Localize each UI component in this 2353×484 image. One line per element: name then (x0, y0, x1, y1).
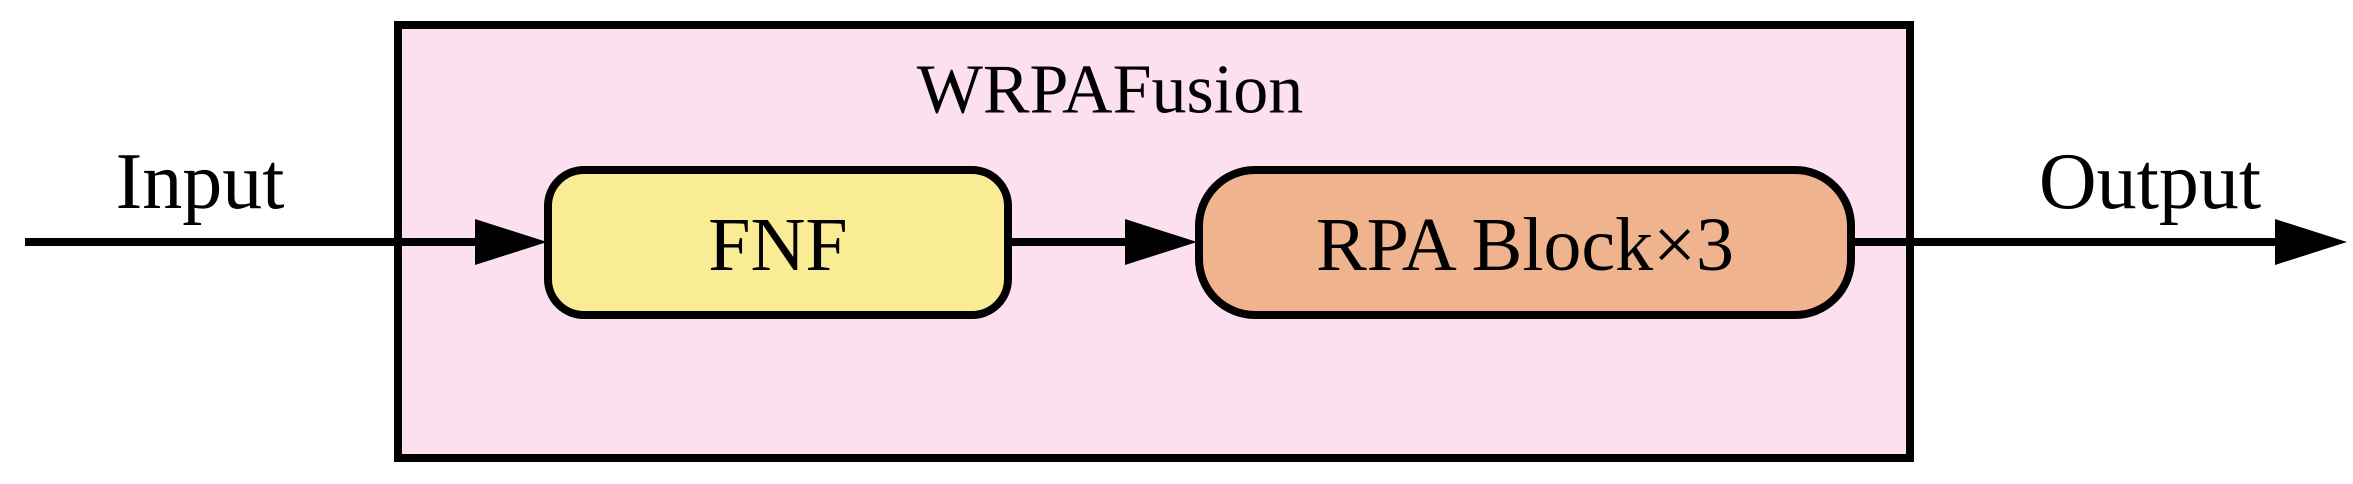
input-label: Input (116, 138, 285, 226)
fnf-block (544, 166, 1012, 319)
fnf-label: FNF (708, 203, 847, 287)
output-label: Output (2039, 138, 2261, 226)
rpa-block-label: RPA Block×3 (1316, 203, 1734, 287)
fnf-to-rpa-arrowhead (1125, 219, 1197, 265)
rpa-block (1195, 166, 1855, 319)
input-arrowhead (475, 219, 547, 265)
output-arrowhead (2275, 219, 2347, 265)
container-title: WRPAFusion (917, 52, 1303, 129)
